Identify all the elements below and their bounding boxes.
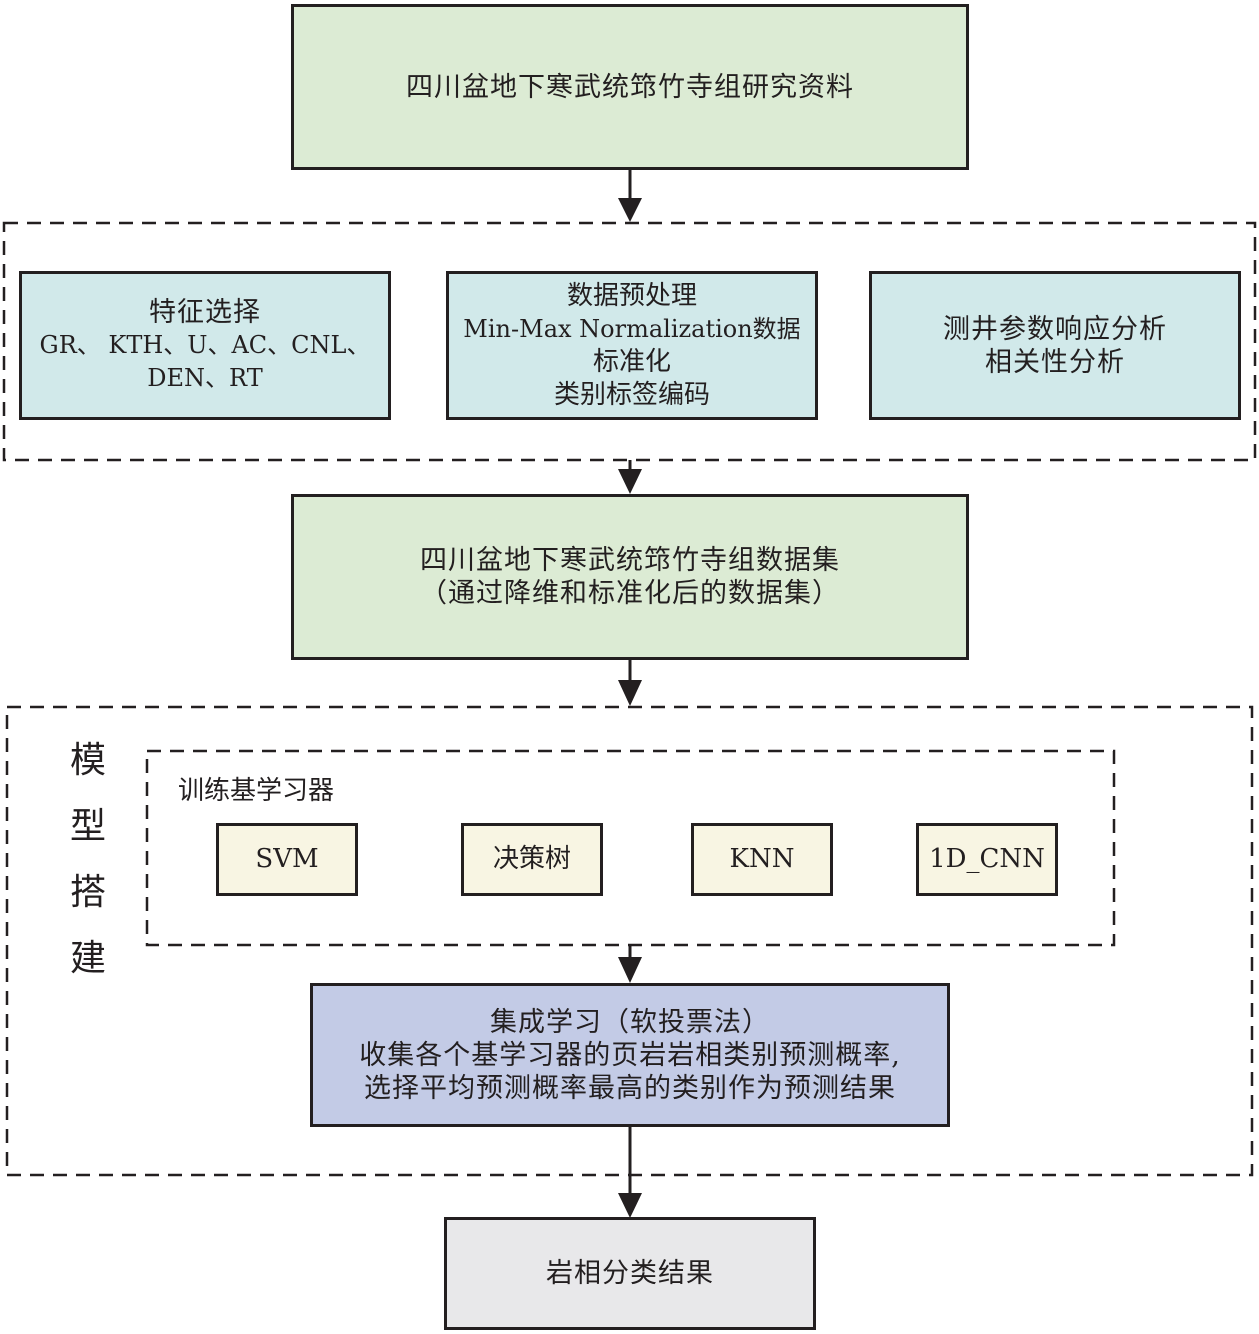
base-learner-group-border: [145, 749, 1116, 947]
learner-box-1d-cnn: 1D_CNN: [916, 823, 1058, 896]
feature-list-line: DEN、RT: [147, 364, 263, 392]
learner-label: SVM: [255, 844, 319, 874]
dataset-subtitle: （通过降维和标准化后的数据集）: [420, 578, 840, 609]
ensemble-line: 选择平均预测概率最高的类别作为预测结果: [364, 1072, 896, 1104]
analysis-line: 测井参数响应分析: [943, 313, 1167, 345]
learner-box-knn: KNN: [691, 823, 833, 896]
learner-label: 决策树: [492, 844, 571, 874]
analysis-line: 相关性分析: [985, 346, 1125, 378]
learner-box-decision-tree: 决策树: [461, 823, 603, 896]
model-building-char: 型: [69, 806, 106, 847]
feature-list-line: GR、 KTH、U、AC、CNL、: [39, 331, 371, 359]
model-building-label: 模 型 搭 建: [68, 728, 108, 992]
model-building-char: 搭: [69, 872, 106, 913]
classification-result-box: 岩相分类结果: [444, 1217, 816, 1330]
source-data-box: 四川盆地下寒武统筇竹寺组研究资料: [291, 4, 969, 170]
preprocessing-line: 标准化: [592, 346, 671, 377]
preprocessing-group-border: [2, 221, 1257, 462]
model-group-border: [5, 705, 1254, 1177]
source-data-label: 四川盆地下寒武统筇竹寺组研究资料: [406, 71, 854, 103]
learner-label: KNN: [729, 844, 795, 874]
arrow-down-icon: [618, 469, 642, 494]
base-learner-group-title: 训练基学习器: [178, 776, 335, 806]
result-label: 岩相分类结果: [546, 1258, 714, 1289]
feature-selection-title: 特征选择: [149, 297, 261, 328]
log-response-analysis-box: 测井参数响应分析 相关性分析: [869, 271, 1241, 420]
preprocessing-line: 类别标签编码: [553, 379, 710, 410]
arrow-down-icon: [618, 198, 642, 222]
model-building-char: 建: [69, 938, 106, 979]
model-building-char: 模: [69, 740, 106, 781]
preprocessing-line: Min-Max Normalization数据: [463, 314, 801, 343]
dataset-box: 四川盆地下寒武统筇竹寺组数据集 （通过降维和标准化后的数据集）: [291, 494, 969, 660]
arrow-down-icon: [618, 1193, 642, 1218]
learner-label: 1D_CNN: [929, 844, 1045, 874]
learner-box-svm: SVM: [216, 823, 358, 896]
preprocessing-title: 数据预处理: [566, 280, 697, 311]
dataset-title: 四川盆地下寒武统筇竹寺组数据集: [420, 545, 840, 576]
arrow-down-icon: [618, 957, 642, 983]
ensemble-learning-box: 集成学习（软投票法） 收集各个基学习器的页岩岩相类别预测概率, 选择平均预测概率…: [310, 983, 950, 1127]
data-preprocessing-box: 数据预处理 Min-Max Normalization数据 标准化 类别标签编码: [446, 271, 818, 420]
feature-selection-box: 特征选择 GR、 KTH、U、AC、CNL、 DEN、RT: [19, 271, 391, 420]
arrow-down-icon: [618, 680, 642, 706]
ensemble-title: 集成学习（软投票法）: [490, 1006, 770, 1038]
ensemble-line: 收集各个基学习器的页岩岩相类别预测概率,: [359, 1039, 901, 1071]
